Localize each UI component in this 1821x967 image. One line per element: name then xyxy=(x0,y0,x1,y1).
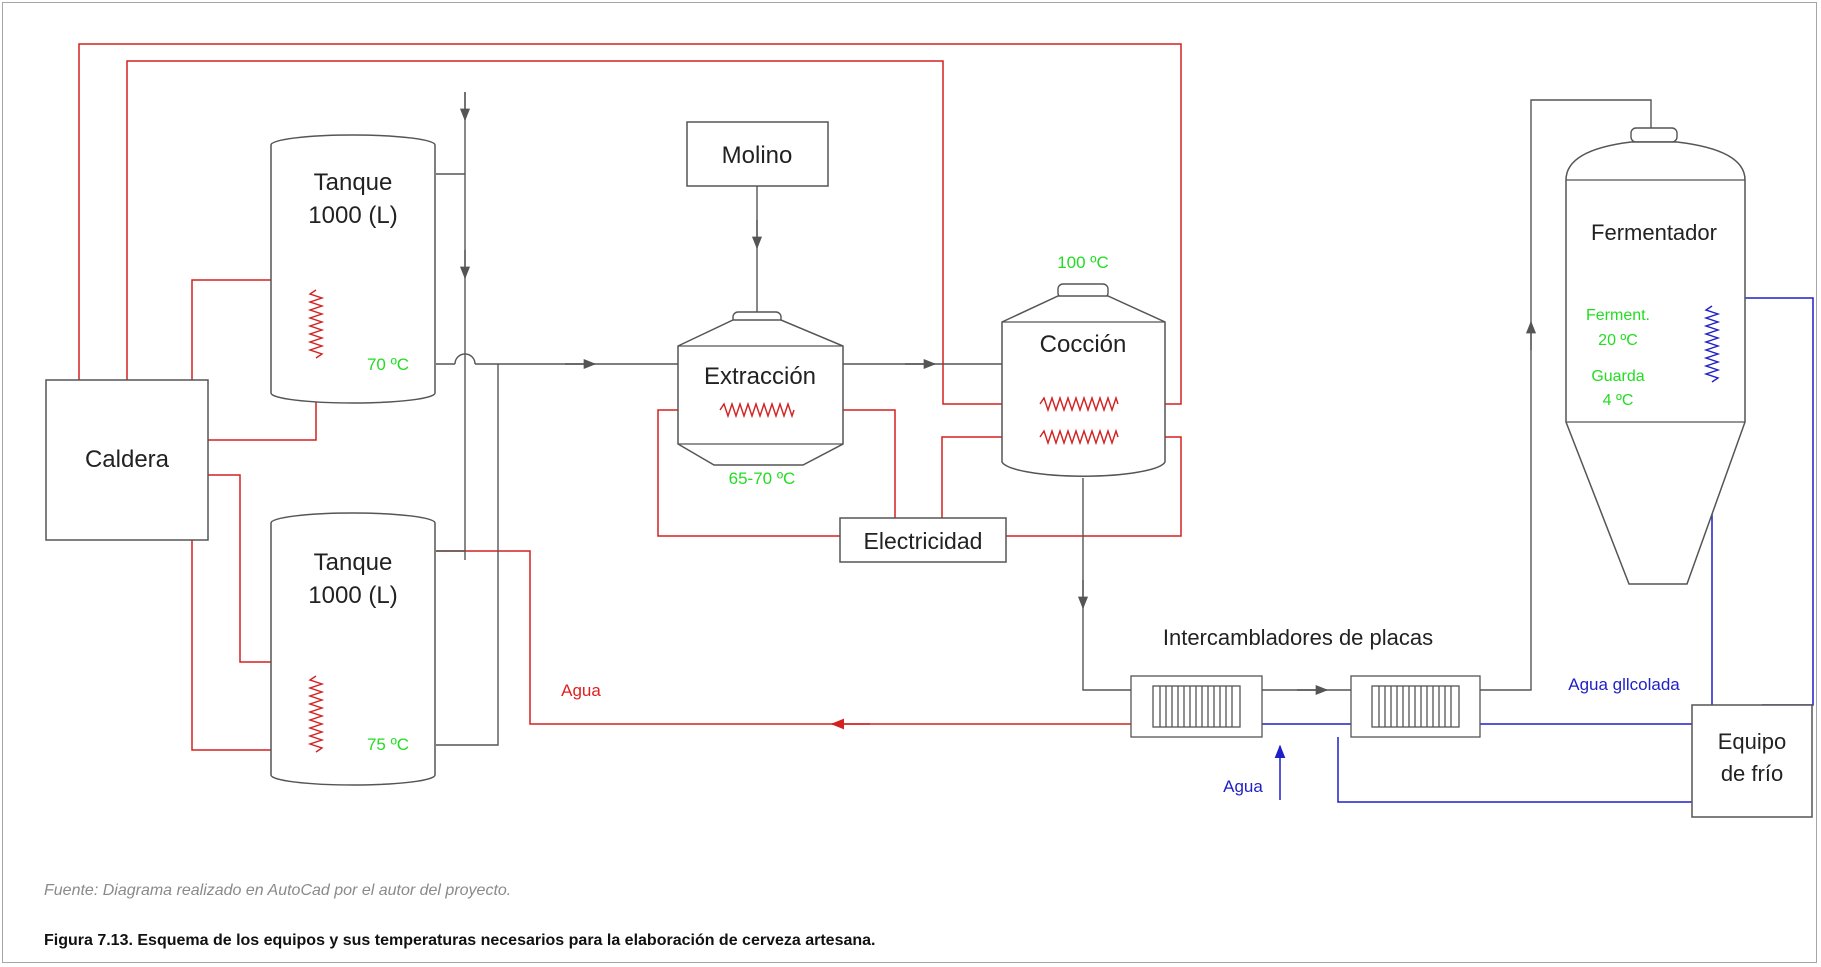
mill: Molino xyxy=(686,121,829,187)
electricity-box: Electricidad xyxy=(839,517,1007,563)
heat-exchanger-1 xyxy=(1130,675,1263,738)
tank-top-label-2: 1000 (L) xyxy=(308,202,397,229)
boiling-coil-lower xyxy=(1039,428,1119,446)
fermentation-temp-1: Ferment. xyxy=(1586,307,1650,324)
tank-bottom-coil xyxy=(307,675,325,753)
fermentation-temp-2: 20 ºC xyxy=(1598,332,1638,349)
tank-top-temp: 70 ºC xyxy=(367,355,409,374)
tank-top-coil xyxy=(307,289,325,359)
tank-bottom: Tanque 1000 (L) 75 ºC xyxy=(270,512,436,786)
fermenter: Fermentador Ferment. 20 ºC Guarda 4 ºC xyxy=(1565,127,1746,585)
tank-bottom-label-2: 1000 (L) xyxy=(308,582,397,609)
extraction-label: Extracción xyxy=(704,363,816,390)
storage-temp-2: 4 ºC xyxy=(1603,392,1634,409)
fermenter-label: Fermentador xyxy=(1591,220,1717,245)
glycol-water-label: Agua gllcolada xyxy=(1568,675,1680,694)
extraction-temp: 65-70 ºC xyxy=(729,469,796,488)
boiler-label: Caldera xyxy=(85,446,170,473)
tank-top: Tanque 1000 (L) 70 ºC xyxy=(270,134,436,404)
storage-temp-1: Guarda xyxy=(1591,368,1644,385)
boiling-coil-upper xyxy=(1039,395,1119,413)
chiller-label-2: de frío xyxy=(1721,761,1783,786)
boiling-vessel: 100 ºC Cocción xyxy=(1001,253,1166,477)
heat-exchangers-label: Intercambladores de placas xyxy=(1163,625,1433,650)
heat-exchanger-2 xyxy=(1350,675,1481,738)
tank-top-label-1: Tanque xyxy=(314,169,393,196)
fermenter-coil xyxy=(1703,305,1721,383)
extraction-vessel: Extracción 65-70 ºC xyxy=(677,311,844,488)
process-lines xyxy=(436,92,1652,746)
mill-label: Molino xyxy=(722,142,793,169)
flow-arrows xyxy=(459,92,1537,696)
boiling-temp: 100 ºC xyxy=(1057,253,1109,272)
tank-bottom-temp: 75 ºC xyxy=(367,735,409,754)
boiler: Caldera xyxy=(45,379,209,541)
electricity-label: Electricidad xyxy=(864,528,983,554)
figure-caption: Figura 7.13. Esquema de los equipos y su… xyxy=(44,932,876,949)
tank-bottom-label-1: Tanque xyxy=(314,549,393,576)
cold-water-label: Agua xyxy=(1223,777,1263,796)
chiller: Equipo de frío xyxy=(1691,704,1813,818)
extraction-coil xyxy=(719,401,795,419)
chiller-label-1: Equipo xyxy=(1718,729,1787,754)
source-note: Fuente: Diagrama realizado en AutoCad po… xyxy=(44,882,512,899)
hot-water-label: Agua xyxy=(561,681,601,700)
boiling-label: Cocción xyxy=(1040,331,1127,358)
heat-exchangers: Intercambladores de placas xyxy=(1130,625,1481,738)
